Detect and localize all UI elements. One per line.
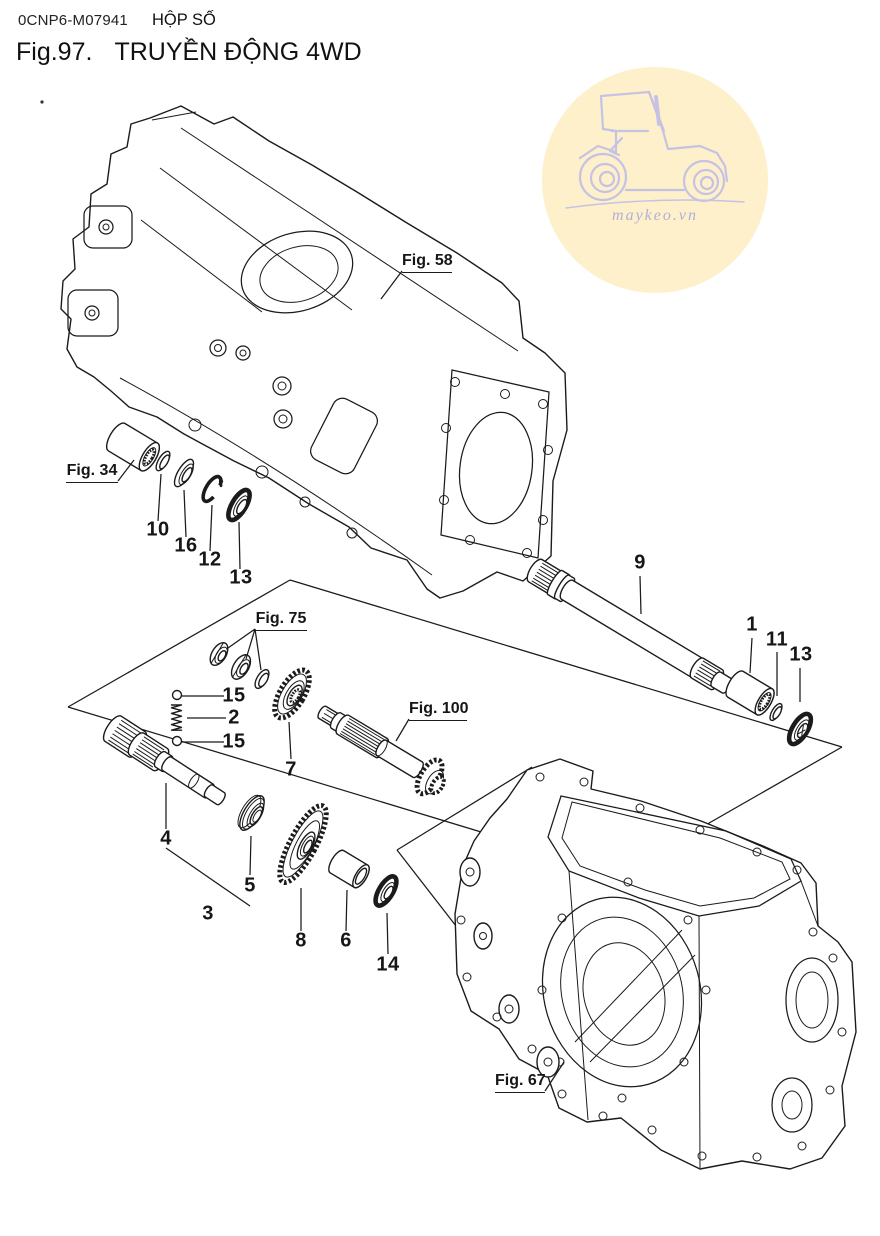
fig67-rear-gear-case xyxy=(454,758,857,1170)
part-number-label-6: 6 xyxy=(340,929,352,952)
doc-title: HỘP SỐ xyxy=(151,11,216,29)
figure-name: TRUYỀN ĐỘNG 4WD xyxy=(114,38,362,66)
part-number-label-15: 15 xyxy=(222,684,246,707)
part-number-label-8: 8 xyxy=(295,929,307,952)
leader-lines xyxy=(117,270,801,1092)
part-number-label-16: 16 xyxy=(174,534,198,557)
part-10-seal-ring xyxy=(155,450,171,472)
figure-ref-fig-67: Fig. 67 xyxy=(495,1072,546,1093)
part-8-final-gear xyxy=(277,803,329,885)
part-12-snap-ring xyxy=(201,474,224,504)
part-number-label-15: 15 xyxy=(222,730,246,753)
tractor-icon xyxy=(565,90,745,209)
part-9-4wd-drive-shaft xyxy=(526,558,733,694)
figure-ref-fig-75: Fig. 75 xyxy=(255,610,307,631)
figure-title: Fig.97. TRUYỀN ĐỘNG 4WD xyxy=(16,38,362,67)
bolt-holes-front-flange xyxy=(537,877,711,1103)
part-13-bearing-front xyxy=(226,487,252,523)
part-number-label-1: 1 xyxy=(746,613,758,636)
case-bosses xyxy=(67,111,358,539)
figure-ref-fig-100: Fig. 100 xyxy=(409,700,469,721)
bolt-holes-perimeter xyxy=(456,772,847,1162)
part-number-label-13: 13 xyxy=(789,643,813,666)
part-15-detent-ball-upper xyxy=(171,689,183,701)
watermark-badge xyxy=(542,67,768,293)
part-15-detent-ball-lower xyxy=(171,735,183,747)
part-5-grooved-collar xyxy=(237,794,265,831)
fig75-lock-nut-a xyxy=(209,641,229,667)
fig100-bevel-pinion-shaft xyxy=(317,705,446,797)
part-14-ball-bearing xyxy=(373,874,399,908)
fig75-lock-nut-b xyxy=(230,654,252,680)
figure-ref-fig-58: Fig. 58 xyxy=(402,252,453,273)
part-13-bearing-rear xyxy=(786,711,814,747)
fig34-bushing xyxy=(105,422,161,472)
figure-ref-fig-34: Fig. 34 xyxy=(66,462,118,483)
watermark-site-text: maykeo.vn xyxy=(612,207,698,224)
part-16-bearing xyxy=(173,458,195,488)
part-number-label-9: 9 xyxy=(634,551,646,574)
left-bosses xyxy=(459,857,560,1078)
part-number-label-4: 4 xyxy=(160,827,172,850)
part-number-label-13: 13 xyxy=(229,566,253,589)
fig75-washer xyxy=(254,668,270,690)
part-number-label-10: 10 xyxy=(146,518,170,541)
part-number-label-3: 3 xyxy=(202,902,214,925)
part-4-drive-shaft xyxy=(102,715,226,806)
part-number-label-12: 12 xyxy=(198,548,222,571)
part-1-bushing xyxy=(725,670,775,716)
part-number-label-2: 2 xyxy=(228,706,240,729)
part-6-spacer-sleeve xyxy=(328,849,370,889)
part-number-label-11: 11 xyxy=(765,628,789,651)
fig58-transmission-case xyxy=(60,105,568,599)
figure-number: Fig.97. xyxy=(16,38,93,66)
part-number-label-5: 5 xyxy=(244,874,256,897)
header-line: 0CNP6-M07941 HỘP SỐ xyxy=(18,11,216,30)
print-artifact-dot xyxy=(40,100,44,104)
flange-bolt-holes xyxy=(439,377,553,558)
part-2-detent-spring xyxy=(170,704,183,731)
doc-code: 0CNP6-M07941 xyxy=(18,12,128,29)
part-11-seal-ring xyxy=(769,702,783,722)
part-number-label-7: 7 xyxy=(285,758,297,781)
part-number-label-14: 14 xyxy=(376,953,400,976)
part-7-driven-gear xyxy=(272,667,312,721)
